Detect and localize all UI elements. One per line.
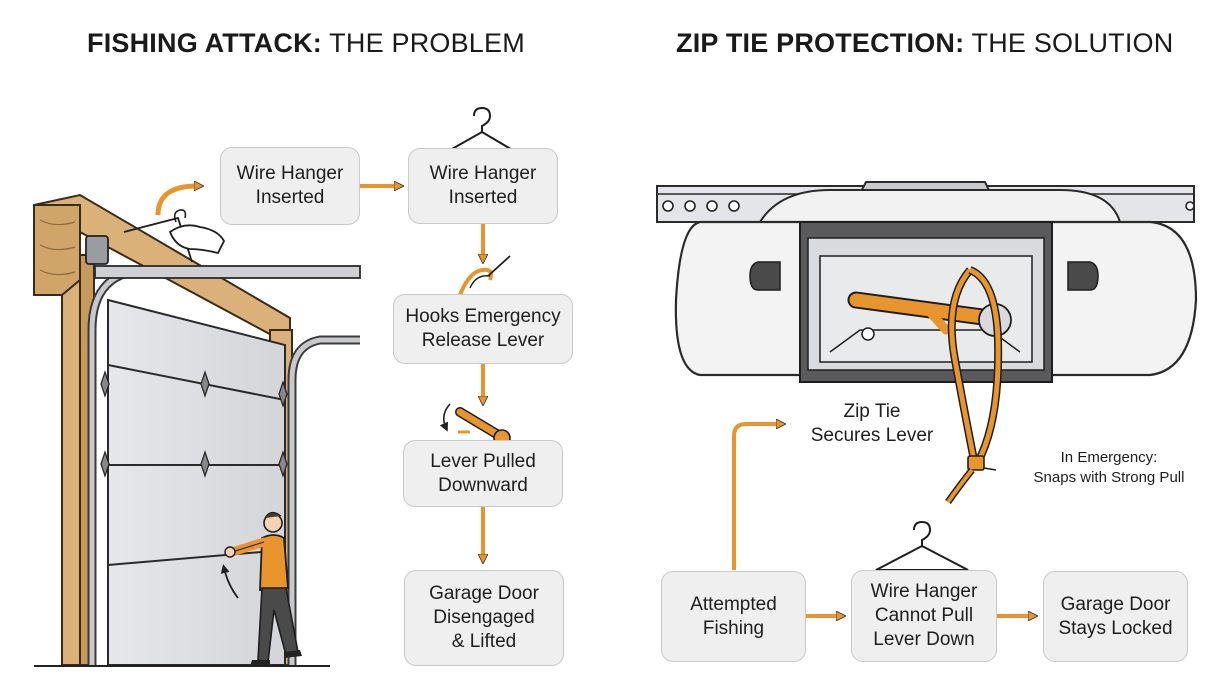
person-figure	[220, 511, 302, 666]
step-wire-hanger-inserted-1: Wire Hanger Inserted	[220, 147, 360, 225]
solution-title: ZIP TIE PROTECTION: THE SOLUTION	[676, 28, 1173, 59]
garage-scene	[33, 186, 361, 667]
solution-title-light: THE SOLUTION	[964, 28, 1174, 58]
step-lever-pulled-downward: Lever Pulled Downward	[403, 440, 563, 507]
problem-flow-connectors	[360, 186, 483, 560]
problem-title-bold: FISHING ATTACK:	[87, 28, 322, 58]
problem-title: FISHING ATTACK: THE PROBLEM	[87, 28, 525, 59]
step-attempted-fishing: Attempted Fishing	[661, 571, 806, 662]
solution-title-bold: ZIP TIE PROTECTION:	[676, 28, 965, 58]
step-wire-hanger-inserted-2: Wire Hanger Inserted	[408, 148, 558, 224]
step-garage-door-disengaged: Garage Door Disengaged & Lifted	[404, 570, 564, 666]
problem-title-light: THE PROBLEM	[321, 28, 525, 58]
hanger-icon-right	[875, 520, 969, 571]
step-hanger-cannot-pull: Wire Hanger Cannot Pull Lever Down	[851, 570, 997, 662]
solution-flow-connectors	[732, 424, 1034, 616]
step-hooks-release-lever: Hooks Emergency Release Lever	[393, 294, 573, 364]
step-door-stays-locked: Garage Door Stays Locked	[1043, 571, 1188, 662]
hook-icon	[456, 255, 511, 301]
emergency-label: In Emergency: Snaps with Strong Pull	[1033, 449, 1185, 486]
opener-mechanism	[656, 181, 1198, 505]
zip-tie-label: Zip Tie Secures Lever	[810, 401, 934, 446]
